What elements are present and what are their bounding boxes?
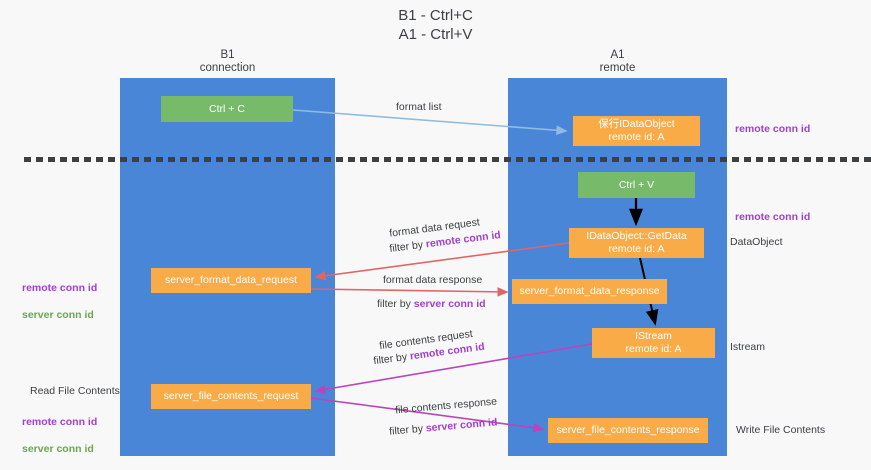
annotation-read-file-contents: Read File Contents xyxy=(30,385,120,397)
annotation-istream: Istream xyxy=(730,341,766,353)
node-ctrl-v[interactable]: Ctrl + V xyxy=(578,172,695,198)
phase-divider-dashed-line xyxy=(24,157,871,162)
annotation-remote-conn-id: remote conn id xyxy=(22,415,98,428)
node-ctrl-c[interactable]: Ctrl + C xyxy=(161,96,293,122)
annotation-remote-conn-id-mid: remote conn id xyxy=(735,211,811,223)
node-server-format-data-request[interactable]: server_format_data_request xyxy=(151,268,311,293)
annotation-dataobject: DataObject xyxy=(730,236,783,248)
edge-label-format-list: format list xyxy=(396,101,442,113)
annotation-server-conn-id: server conn id xyxy=(22,308,94,321)
column-header-a1: A1 remote xyxy=(599,49,636,74)
node-istream[interactable]: IStream remote id: A xyxy=(592,328,715,358)
node-idataobject-getdata[interactable]: IDataObject::GetData remote id: A xyxy=(569,228,704,258)
annotation-left-conn-ids-bottom: remote conn id server conn id xyxy=(22,402,97,470)
annotation-remote-conn-id: remote conn id xyxy=(22,281,98,294)
filter-key-server-conn-id: server conn id xyxy=(425,416,498,435)
filter-prefix: filter by xyxy=(372,350,411,368)
annotation-left-conn-ids-top: remote conn id server conn id xyxy=(22,268,97,336)
edge-label-file-contents-response: file contents response xyxy=(394,395,498,417)
filter-prefix: filter by xyxy=(377,298,414,310)
column-header-b1: B1 connection xyxy=(199,49,256,74)
annotation-server-conn-id: server conn id xyxy=(22,442,94,455)
edge-format-data-response xyxy=(310,287,509,297)
node-server-file-contents-request[interactable]: server_file_contents_request xyxy=(151,384,311,409)
annotation-write-file-contents: Write File Contents xyxy=(736,424,826,436)
node-server-file-contents-response[interactable]: server_file_contents_response xyxy=(548,418,708,443)
filter-prefix: filter by xyxy=(388,422,427,438)
filter-key-server-conn-id: server conn id xyxy=(413,298,486,310)
edge-label-file-contents-response-filter: filter by server conn id xyxy=(389,415,498,438)
annotation-remote-conn-id-top: remote conn id xyxy=(735,123,811,135)
diagram-title: B1 - Ctrl+C A1 - Ctrl+V xyxy=(398,7,473,43)
edge-label-format-data-response-filter: filter by server conn id xyxy=(377,297,486,311)
node-server-format-data-response[interactable]: server_format_data_response xyxy=(512,279,667,304)
node-idataobject[interactable]: 保行IDataObject remote id: A xyxy=(573,116,700,146)
edge-label-format-data-response: format data response xyxy=(383,274,483,286)
filter-prefix: filter by xyxy=(388,238,427,255)
